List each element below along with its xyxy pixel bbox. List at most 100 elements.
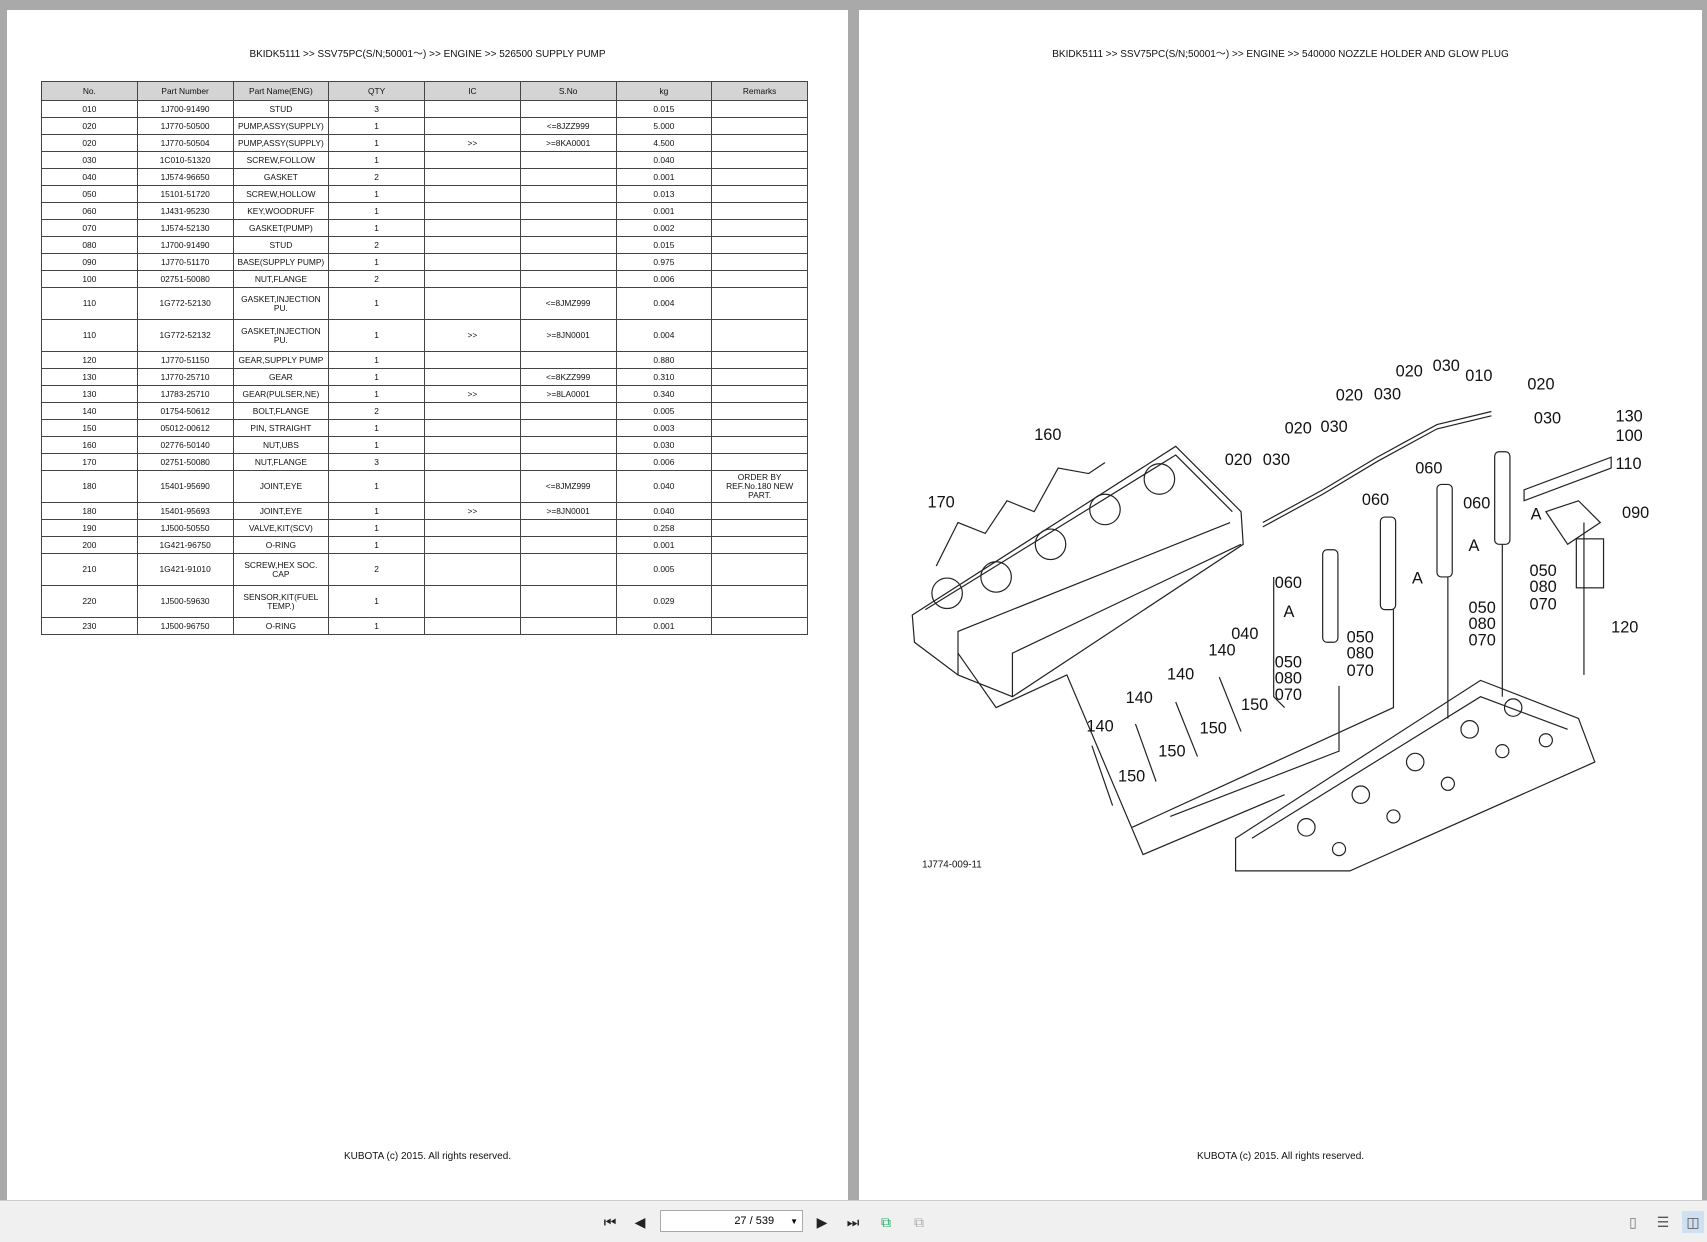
table-cell: 0.258 (615, 519, 713, 537)
table-cell (711, 202, 808, 220)
table-cell (424, 253, 521, 271)
table-cell: GASKET,INJECTION PU. (232, 287, 330, 320)
chevron-down-icon[interactable]: ▼ (790, 1216, 798, 1226)
table-cell: PIN, STRAIGHT (232, 419, 330, 437)
table-cell: 2 (328, 553, 425, 586)
table-cell: <=8KZZ999 (519, 368, 617, 386)
table-cell (424, 270, 521, 288)
table-cell (424, 117, 521, 135)
table-cell (424, 402, 521, 420)
table-cell (711, 319, 808, 352)
table-cell (424, 168, 521, 186)
table-cell: 080 (41, 236, 138, 254)
table-cell (424, 436, 521, 454)
table-cell: 100 (41, 270, 138, 288)
navigation-toolbar: ⏮ ◀ 27 / 539 ▼ ▶ ⏭ ⧉ ⧉ ▯ ☰ ◫ (0, 1200, 1707, 1242)
table-cell (711, 270, 808, 288)
table-cell (519, 236, 617, 254)
table-cell: 060 (41, 202, 138, 220)
table-cell: 010 (41, 100, 138, 118)
continuous-button[interactable]: ☰ (1654, 1211, 1672, 1233)
page-number-input[interactable]: 27 / 539 ▼ (660, 1210, 803, 1232)
table-cell: 2 (328, 270, 425, 288)
table-cell: GEAR(PULSER,NE) (232, 385, 330, 403)
table-cell (519, 419, 617, 437)
table-cell: 1J500-96750 (136, 617, 234, 635)
table-cell (424, 185, 521, 203)
table-cell: O-RING (232, 536, 330, 554)
table-cell (519, 270, 617, 288)
table-cell: SCREW,HOLLOW (232, 185, 330, 203)
table-cell: >=8JN0001 (519, 319, 617, 352)
table-cell: 1J770-51150 (136, 351, 234, 369)
facing-pages-button[interactable]: ◫ (1682, 1211, 1704, 1233)
column-header: Part Name(ENG) (232, 81, 330, 101)
last-page-button[interactable]: ⏭ (843, 1211, 863, 1233)
table-cell: GEAR (232, 368, 330, 386)
table-cell: 0.002 (615, 219, 713, 237)
table-cell: >> (424, 385, 521, 403)
table-cell (711, 502, 808, 520)
table-cell: 1J574-52130 (136, 219, 234, 237)
table-cell: 1 (328, 253, 425, 271)
table-cell: 220 (41, 585, 138, 618)
table-cell: 1 (328, 436, 425, 454)
table-cell (424, 287, 521, 320)
page-indicator: 27 / 539 (734, 1215, 775, 1227)
table-cell (519, 168, 617, 186)
table-cell (711, 351, 808, 369)
table-cell (424, 536, 521, 554)
table-cell (711, 385, 808, 403)
table-cell: 0.975 (615, 253, 713, 271)
table-cell (519, 253, 617, 271)
next-page-button[interactable]: ▶ (812, 1211, 832, 1233)
column-header: Part Number (136, 81, 234, 101)
previous-page-button[interactable]: ◀ (630, 1211, 650, 1233)
table-cell: SCREW,HEX SOC. CAP (232, 553, 330, 586)
table-cell: 5.000 (615, 117, 713, 135)
table-cell (711, 585, 808, 618)
table-cell: 2 (328, 168, 425, 186)
table-cell: 110 (41, 319, 138, 352)
table-cell: 0.001 (615, 536, 713, 554)
table-cell (711, 419, 808, 437)
table-cell: 180 (41, 470, 138, 503)
table-cell: 15401-95690 (136, 470, 234, 503)
table-cell: 130 (41, 368, 138, 386)
table-cell: 1 (328, 617, 425, 635)
table-cell: 170 (41, 453, 138, 471)
table-cell: 070 (41, 219, 138, 237)
table-cell: 1 (328, 219, 425, 237)
table-cell: NUT,UBS (232, 436, 330, 454)
table-cell: 040 (41, 168, 138, 186)
table-cell: 1 (328, 202, 425, 220)
table-cell: 1 (328, 519, 425, 537)
table-cell (711, 219, 808, 237)
table-cell (519, 202, 617, 220)
table-cell (519, 519, 617, 537)
table-cell: 2 (328, 402, 425, 420)
table-cell: 0.004 (615, 287, 713, 320)
table-cell: 020 (41, 117, 138, 135)
table-cell: 0.006 (615, 453, 713, 471)
single-page-button[interactable]: ▯ (1624, 1211, 1642, 1233)
table-cell: 050 (41, 185, 138, 203)
table-cell: STUD (232, 236, 330, 254)
table-cell: 1J500-50550 (136, 519, 234, 537)
table-cell (519, 100, 617, 118)
table-cell (424, 519, 521, 537)
table-cell: SCREW,FOLLOW (232, 151, 330, 169)
table-cell (711, 134, 808, 152)
previous-view-button[interactable]: ⧉ (875, 1211, 897, 1233)
table-cell: GASKET (232, 168, 330, 186)
next-view-button[interactable]: ⧉ (908, 1211, 930, 1233)
first-page-button[interactable]: ⏮ (600, 1211, 620, 1233)
